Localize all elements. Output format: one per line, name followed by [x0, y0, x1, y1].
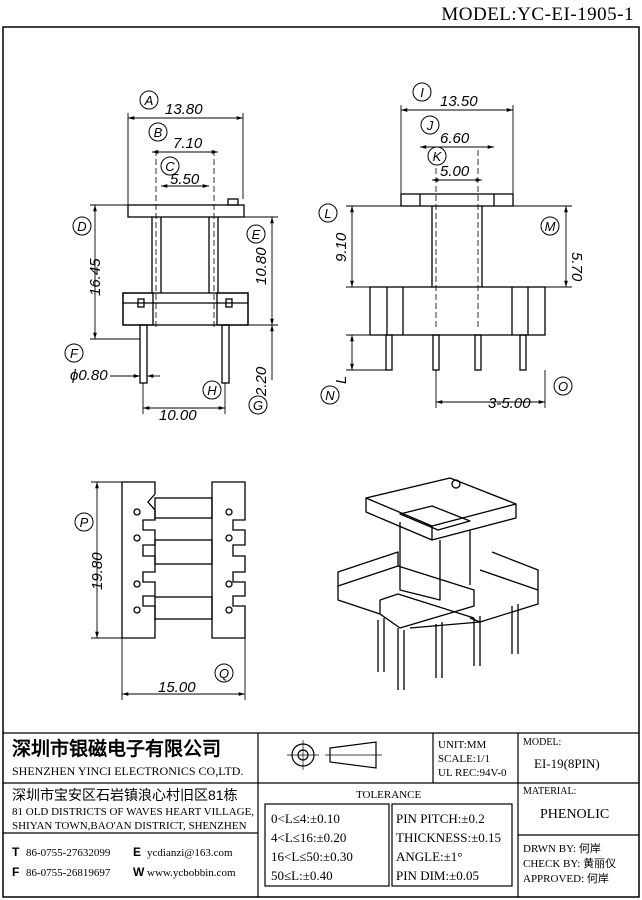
circle-label-group: A B C D E F G H I J K L M N O P Q	[64, 82, 573, 683]
callout-letter-p: P	[80, 515, 89, 530]
spec-1: THICKNESS:±0.15	[396, 830, 501, 845]
web-label: W	[133, 865, 145, 879]
dim-k: 5.00	[440, 163, 470, 180]
tolerance-1: 4<L≤16:±0.20	[271, 830, 346, 845]
side-view	[369, 150, 546, 371]
callout-letter-k: K	[433, 149, 443, 164]
dim-h: 10.00	[159, 407, 197, 424]
web-address: www.ycbobbin.com	[147, 867, 236, 879]
callout-circle-e	[246, 224, 266, 244]
drawn-by: DRWN BY: 何岸	[523, 842, 601, 855]
tolerance-2: 16<L≤50:±0.30	[271, 849, 353, 864]
tolerance-title: TOLERANCE	[356, 789, 421, 801]
callout-letter-h: H	[207, 383, 217, 398]
bottom-view-dims	[91, 481, 246, 700]
dim-a: 13.80	[165, 101, 203, 118]
callout-circle-j	[420, 115, 440, 135]
material-label: MATERIAL:	[523, 786, 576, 797]
callout-letter-n: N	[325, 388, 335, 403]
email-label: E	[133, 845, 141, 859]
front-view-dims	[90, 113, 278, 414]
dim-q: 15.00	[158, 679, 196, 696]
callout-circle-f	[64, 343, 84, 363]
tolerance-0: 0<L≤4:±0.10	[271, 811, 340, 826]
approved-by: APPROVED: 何岸	[523, 872, 609, 885]
callout-letter-f: F	[70, 346, 79, 361]
callout-letter-g: G	[253, 398, 263, 413]
tel-label: T	[12, 845, 20, 859]
callout-circle-k	[427, 146, 447, 166]
callout-letter-q: Q	[219, 666, 229, 681]
side-view-dims	[346, 105, 572, 408]
ul-text: UL REC:94V-0	[438, 767, 507, 779]
callout-circle-h	[202, 380, 222, 400]
dim-c: 5.50	[170, 171, 200, 188]
company-name-en: SHENZHEN YINCI ELECTRONICS CO,LTD.	[12, 764, 243, 778]
callout-circle-b	[148, 122, 168, 142]
drawing-frame	[2, 26, 640, 898]
spec-2: ANGLE:±1°	[396, 849, 463, 864]
model-title: MODEL:YC-EI-1905-1	[441, 4, 634, 25]
scale-text: SCALE:1/1	[438, 753, 490, 765]
model-label: MODEL:	[523, 737, 561, 748]
spec-0: PIN PITCH:±0.2	[396, 811, 485, 826]
callout-circle-q	[214, 663, 234, 683]
callout-circle-d	[72, 216, 92, 236]
address-en-1: 81 OLD DISTRICTS OF WAVES HEART VILLAGE,	[12, 806, 254, 818]
dim-p: 19.80	[89, 552, 106, 590]
company-name-cn: 深圳市银磁电子有限公司	[12, 737, 221, 760]
tel-number: 86-0755-27632099	[26, 847, 111, 859]
address-cn: 深圳市宝安区石岩镇浪心村旧区81栋	[12, 787, 238, 803]
title-block-grid	[3, 732, 639, 897]
email-address: ycdianzi@163.com	[147, 847, 233, 859]
bottom-view	[121, 481, 246, 639]
checked-by: CHECK BY: 黄丽仪	[523, 856, 616, 870]
callout-circle-n	[320, 385, 340, 405]
dim-j: 6.60	[440, 130, 470, 147]
dim-b: 7.10	[173, 135, 203, 152]
callout-letter-o: O	[558, 379, 568, 394]
fax-label: F	[12, 865, 19, 879]
callout-circle-m	[540, 216, 560, 236]
dim-i: 13.50	[440, 93, 478, 110]
dim-d: 16.45	[87, 258, 104, 296]
dim-m: 5.70	[568, 252, 585, 282]
dim-e: 10.80	[253, 247, 270, 285]
tolerance-3: 50≤L:±0.40	[271, 868, 333, 883]
callout-letter-j: J	[426, 118, 434, 133]
callout-letter-d: D	[77, 219, 86, 234]
dim-g: 2.20	[253, 366, 270, 397]
isometric-view	[337, 477, 539, 690]
callout-circle-l	[318, 203, 338, 223]
callout-letter-c: C	[165, 159, 175, 174]
fax-number: 86-0755-26819697	[26, 867, 111, 879]
dim-n: L	[333, 376, 350, 384]
title-block-text: 深圳市银磁电子有限公司 SHENZHEN YINCI ELECTRONICS C…	[12, 737, 616, 885]
callout-circle-i	[412, 82, 432, 102]
address-en-2: SHIYAN TOWN,BAO'AN DISTRICT, SHENZHEN	[12, 820, 247, 832]
dimension-texts: 13.80 7.10 5.50 16.45 10.80 ϕ0.80 2.20 1…	[70, 93, 585, 696]
callout-letter-m: M	[545, 219, 556, 234]
material-value: PHENOLIC	[540, 807, 609, 822]
callout-circle-o	[553, 376, 573, 396]
unit-text: UNIT:MM	[438, 739, 487, 751]
model-value: EI-19(8PIN)	[534, 756, 600, 771]
front-view	[122, 150, 249, 384]
spec-3: PIN DIM:±0.05	[396, 868, 479, 883]
callout-circle-c	[160, 156, 180, 176]
callout-letter-a: A	[144, 93, 154, 108]
callout-letter-b: B	[154, 125, 163, 140]
dim-o: 3-5.00	[488, 395, 531, 412]
callout-letter-e: E	[252, 227, 261, 242]
callout-circle-g	[248, 395, 268, 415]
callout-letter-l: L	[324, 206, 331, 221]
callout-circle-p	[74, 512, 94, 532]
dim-l: 9.10	[333, 232, 350, 262]
callout-letter-i: I	[420, 85, 424, 100]
dim-f: ϕ0.80	[70, 367, 108, 384]
callout-circle-a	[139, 90, 159, 110]
